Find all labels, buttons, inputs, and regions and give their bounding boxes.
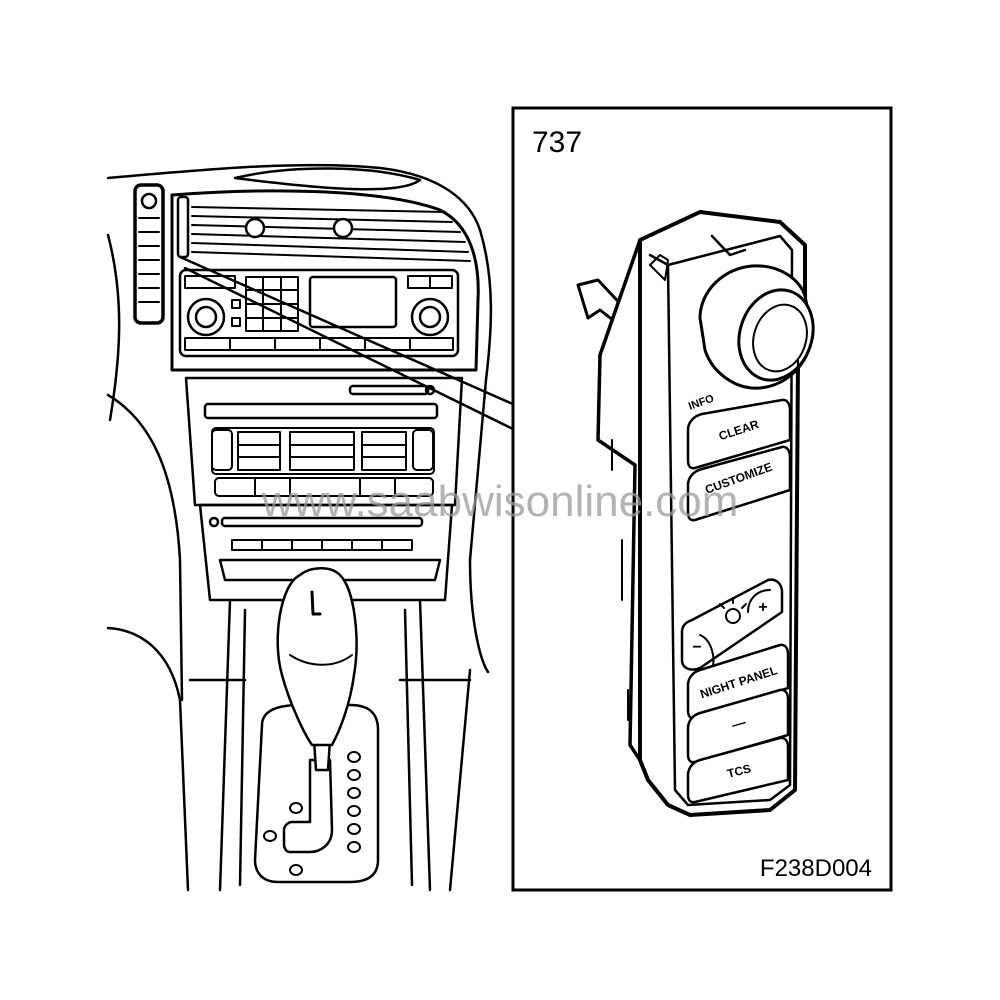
vent-knob-left bbox=[244, 217, 266, 239]
tunnel-inner-right bbox=[403, 608, 414, 887]
console-lip bbox=[218, 558, 442, 582]
dimmer-plus-divider bbox=[747, 589, 771, 613]
dimmer-light-icon bbox=[719, 597, 747, 624]
shifter-gate-slot bbox=[282, 758, 334, 854]
seat-heat-buttons bbox=[231, 539, 413, 551]
figure-code: F238D004 bbox=[760, 855, 872, 882]
lower-console-screw bbox=[208, 516, 220, 528]
top-rail bbox=[648, 234, 747, 267]
lower-console-slot bbox=[220, 516, 424, 528]
head-unit-left-knob bbox=[186, 297, 226, 337]
callout-leader-lower bbox=[183, 266, 517, 432]
climate-button-row bbox=[214, 477, 434, 497]
center-tunnel bbox=[218, 598, 432, 892]
upper-console-housing bbox=[170, 189, 480, 372]
mid-console-housing bbox=[184, 376, 464, 507]
head-unit-right-knob-inner bbox=[418, 305, 442, 329]
head-unit-right-knob bbox=[410, 297, 450, 337]
lower-console-housing bbox=[198, 503, 454, 602]
blank-button[interactable] bbox=[686, 688, 790, 764]
head-unit-display bbox=[308, 275, 398, 329]
dimmer-minus-label: − bbox=[692, 639, 701, 656]
dashboard-top-contour bbox=[106, 163, 482, 232]
rear-housing-rib bbox=[611, 439, 629, 721]
info-knob-face-rim bbox=[752, 303, 808, 373]
info-knob-face bbox=[737, 288, 815, 382]
dashboard-left-contour bbox=[106, 233, 121, 422]
dashboard-left-lower bbox=[106, 393, 184, 702]
blank-button-label: — bbox=[730, 714, 748, 733]
dashboard-right-contour bbox=[468, 228, 493, 562]
vent-knob-right bbox=[332, 217, 354, 239]
gear-lever-button bbox=[310, 590, 322, 616]
side-panel-knob bbox=[140, 192, 158, 210]
customize-button[interactable] bbox=[686, 445, 792, 522]
climate-control-panel bbox=[211, 427, 435, 475]
side-switch-panel bbox=[133, 183, 165, 325]
gear-lever-knob bbox=[276, 567, 358, 747]
gear-lever-shaft bbox=[312, 738, 332, 772]
vent-bezel-slot bbox=[176, 195, 190, 259]
night-panel-button[interactable] bbox=[686, 643, 790, 720]
head-unit-left-knob-inner bbox=[194, 305, 218, 329]
cd-slot bbox=[348, 384, 430, 396]
climate-strip bbox=[203, 402, 439, 420]
callout-leader-upper bbox=[178, 255, 517, 407]
dimmer-button-group[interactable] bbox=[680, 578, 784, 671]
dimmer-plus-label: + bbox=[758, 599, 767, 616]
switch-module bbox=[576, 210, 815, 817]
tcs-button[interactable] bbox=[686, 736, 790, 804]
air-vent-slats bbox=[191, 206, 471, 262]
clear-button[interactable] bbox=[686, 398, 792, 470]
gear-lever-knob-edge bbox=[289, 654, 353, 666]
detail-number: 737 bbox=[532, 126, 582, 159]
right-knee-panel bbox=[448, 558, 490, 892]
left-knee-panel bbox=[106, 626, 190, 892]
body-side-edge bbox=[794, 359, 799, 791]
dashboard-hood-curve bbox=[233, 167, 422, 191]
head-unit-preset-row bbox=[184, 337, 454, 351]
top-notch bbox=[649, 254, 669, 281]
shifter-gate-plate bbox=[253, 703, 380, 884]
side-panel-buttons bbox=[138, 217, 160, 303]
watermark: www.saabwisonline.com bbox=[261, 477, 739, 526]
gate-position-lights bbox=[263, 751, 361, 876]
head-unit bbox=[178, 268, 460, 358]
dashboard-overview bbox=[106, 163, 517, 892]
tcs-button-label: TCS bbox=[726, 761, 753, 780]
tunnel-inner-left bbox=[238, 608, 247, 887]
